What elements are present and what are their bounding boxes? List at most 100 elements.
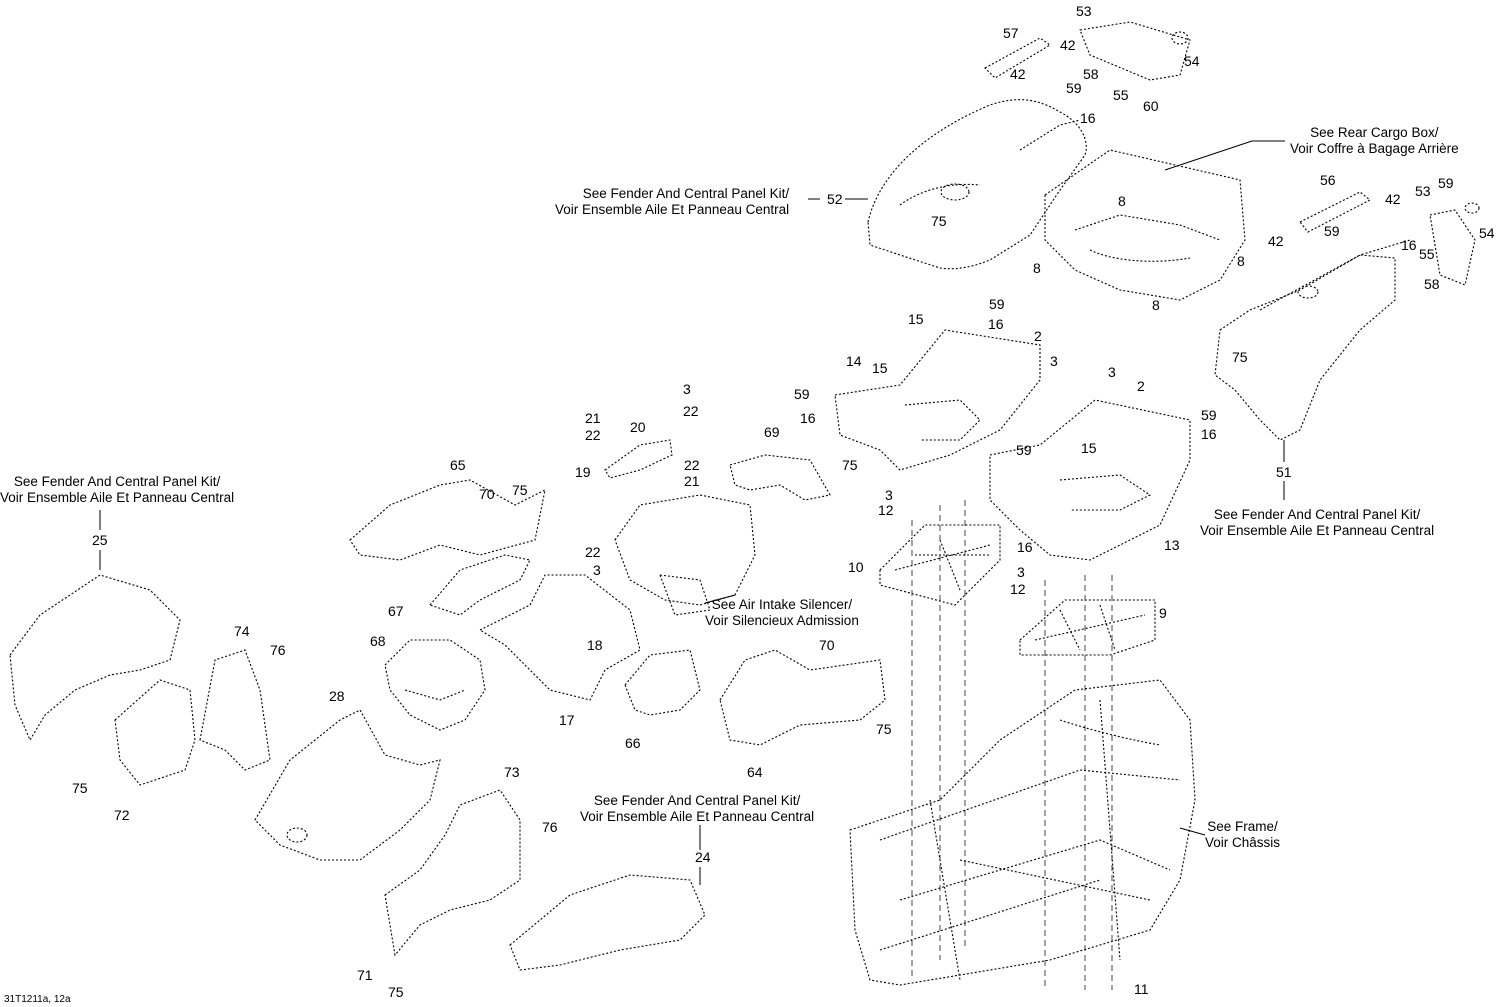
callout: 60 xyxy=(1143,98,1159,114)
callout: 58 xyxy=(1424,276,1440,292)
callout: 52 xyxy=(827,191,843,207)
note-fender-kit-left: See Fender And Central Panel Kit/ Voir E… xyxy=(0,474,234,506)
cover-69 xyxy=(729,454,831,501)
callout: 22 xyxy=(684,457,700,473)
callout: 16 xyxy=(1017,539,1033,555)
callout: 25 xyxy=(92,532,108,548)
callout: 21 xyxy=(585,410,601,426)
note-line: See Frame/ xyxy=(1207,819,1278,834)
callout: 17 xyxy=(559,712,575,728)
callout: 59 xyxy=(989,296,1005,312)
callout: 71 xyxy=(357,967,373,983)
callout: 22 xyxy=(585,544,601,560)
note-line: Voir Ensemble Aile Et Panneau Central xyxy=(555,202,790,217)
callout: 8 xyxy=(1152,297,1160,313)
callout: 54 xyxy=(1479,225,1495,241)
note-rear-cargo-box: See Rear Cargo Box/ Voir Coffre à Bagage… xyxy=(1290,125,1459,157)
callout: 3 xyxy=(593,562,601,578)
headlight-cover xyxy=(384,639,486,731)
right-footwell xyxy=(989,399,1191,561)
callout: 3 xyxy=(885,487,893,503)
callout: 24 xyxy=(695,849,711,865)
rear-fender-right xyxy=(1214,254,1396,441)
callout: 3 xyxy=(1017,564,1025,580)
callout: 28 xyxy=(329,688,345,704)
callout: 53 xyxy=(1415,183,1431,199)
callout: 75 xyxy=(842,457,858,473)
callout: 15 xyxy=(908,311,924,327)
callout: 12 xyxy=(878,502,894,518)
callout: 15 xyxy=(872,360,888,376)
callout: 66 xyxy=(625,735,641,751)
callout: 58 xyxy=(1083,66,1099,82)
callout: 57 xyxy=(1003,25,1019,41)
note-air-intake: See Air Intake Silencer/ Voir Silencieux… xyxy=(705,597,859,629)
callout: 19 xyxy=(575,464,591,480)
callout: 2 xyxy=(1034,328,1042,344)
callout: 16 xyxy=(800,410,816,426)
callout: 10 xyxy=(848,559,864,575)
callout: 59 xyxy=(1201,407,1217,423)
note-line: Voir Silencieux Admission xyxy=(705,613,859,628)
side-panel-66 xyxy=(624,649,701,716)
callout: 65 xyxy=(450,457,466,473)
callout: 70 xyxy=(819,637,835,653)
callout: 11 xyxy=(1134,981,1149,997)
callout: 69 xyxy=(764,424,780,440)
callout: 76 xyxy=(270,642,286,658)
callout: 76 xyxy=(542,819,558,835)
callout: 18 xyxy=(587,637,603,653)
note-fender-kit-right: See Fender And Central Panel Kit/ Voir E… xyxy=(1200,507,1434,539)
callout: 20 xyxy=(630,419,646,435)
callout: 51 xyxy=(1276,464,1292,480)
callout: 64 xyxy=(747,764,763,780)
callout: 22 xyxy=(683,403,699,419)
callout: 8 xyxy=(1033,260,1041,276)
inner-panel-73 xyxy=(384,789,521,957)
note-line: See Rear Cargo Box/ xyxy=(1310,125,1439,140)
note-line: Voir Ensemble Aile Et Panneau Central xyxy=(0,490,235,505)
callout: 53 xyxy=(1076,3,1092,19)
floor-plate-left xyxy=(879,524,1001,606)
callout: 54 xyxy=(1184,53,1200,69)
callout: 59 xyxy=(1066,80,1082,96)
callout: 8 xyxy=(1237,253,1245,269)
note-line: Voir Ensemble Aile Et Panneau Central xyxy=(580,809,815,824)
callout: 3 xyxy=(1050,353,1058,369)
note-line: See Air Intake Silencer/ xyxy=(711,597,853,612)
note-line: See Fender And Central Panel Kit/ xyxy=(593,793,801,808)
callout: 42 xyxy=(1268,233,1284,249)
side-panel-65 xyxy=(349,479,546,561)
bracket-19 xyxy=(604,439,673,479)
vehicle-frame xyxy=(849,679,1196,986)
callout: 22 xyxy=(585,427,601,443)
callout: 42 xyxy=(1385,191,1401,207)
callout: 67 xyxy=(388,603,404,619)
callout: 75 xyxy=(1232,349,1248,365)
air-intake-box xyxy=(614,494,756,606)
callout: 3 xyxy=(1108,364,1116,380)
callout: 8 xyxy=(1118,193,1126,209)
front-floor-panel-24 xyxy=(509,874,706,971)
callout: 15 xyxy=(1081,440,1097,456)
inner-panel-72 xyxy=(114,679,196,786)
callout: 72 xyxy=(114,807,130,823)
left-footwell xyxy=(834,329,1041,471)
callout: 16 xyxy=(988,316,1004,332)
callout: 75 xyxy=(72,780,88,796)
callout: 74 xyxy=(234,623,250,639)
note-line: Voir Coffre à Bagage Arrière xyxy=(1290,141,1459,156)
note-line: See Fender And Central Panel Kit/ xyxy=(582,186,790,201)
rear-fender-left xyxy=(867,99,1087,270)
callout: 59 xyxy=(1438,175,1454,191)
callout: 59 xyxy=(1324,223,1340,239)
note-line: Voir Ensemble Aile Et Panneau Central xyxy=(1200,523,1435,538)
note-line: Voir Châssis xyxy=(1205,835,1281,850)
dash-console-top xyxy=(1079,21,1191,81)
callout: 75 xyxy=(388,984,404,1000)
center-console xyxy=(478,574,641,701)
callout: 55 xyxy=(1419,246,1435,262)
callout: 70 xyxy=(479,486,495,502)
callout: 42 xyxy=(1010,66,1026,82)
